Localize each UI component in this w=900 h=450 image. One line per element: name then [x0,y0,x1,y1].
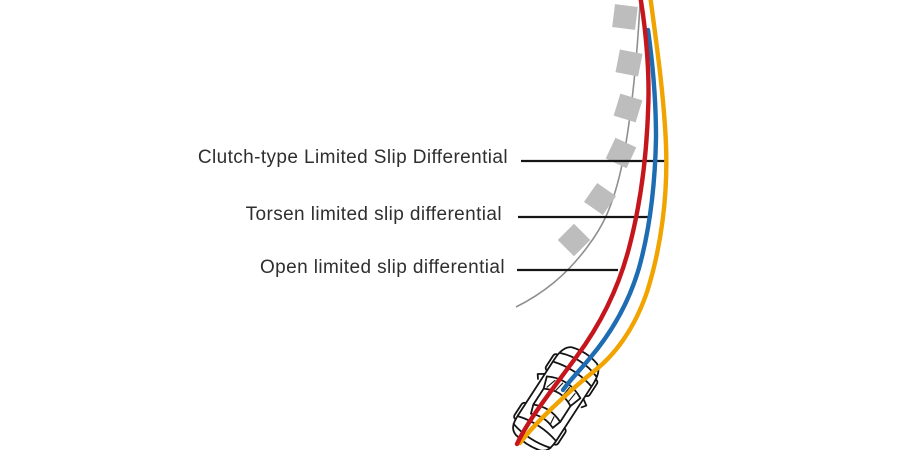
car-rear-window [530,403,562,429]
curb-block [557,223,591,257]
car-roof-sides [532,387,572,423]
curve-open [514,0,651,447]
curb-block [615,49,643,77]
curve-clutch [517,0,669,446]
label-torsen-lsd: Torsen limited slip differential [245,204,502,225]
curb-block [612,4,638,30]
curb-block [605,137,637,169]
curb-block [613,93,643,123]
label-clutch-type-lsd: Clutch-type Limited Slip Differential [197,147,508,168]
car-windshield-hatch [546,379,576,402]
car-spoiler [512,423,552,449]
curb-block [583,182,617,216]
label-open-lsd: Open limited slip differential [259,257,505,278]
car-rear-deck-line [517,415,557,442]
track-curb-blocks [557,4,643,257]
car-side-mirrors [536,372,588,409]
curve-torsen [560,27,659,393]
car-hood-line [552,360,592,387]
